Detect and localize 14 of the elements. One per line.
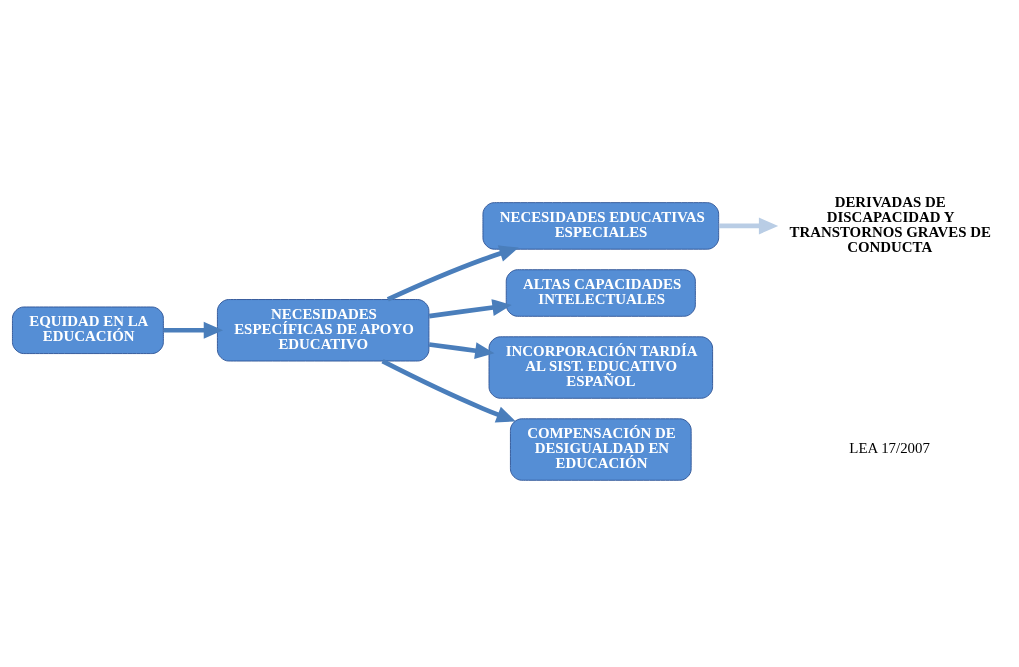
label: LEA 17/2007 <box>849 439 930 456</box>
node-box: INCORPORACIÓN TARDÍA AL SIST. EDUCATIVO ESPAÑOL <box>488 335 714 399</box>
node-box: EQUIDAD EN LA EDUCACIÓN <box>12 306 164 354</box>
node-text: DERIVADAS DE DISCAPACIDAD Y TRANSTORNOS GRAVES DE CONDUCTA <box>789 193 991 255</box>
arrow <box>381 358 516 422</box>
node-box: ALTAS CAPACIDADES INTELECTUALES <box>505 268 696 317</box>
node-box: NECESIDADES EDUCATIVAS ESPECIALES <box>482 201 720 250</box>
arrow <box>428 341 495 359</box>
arrow <box>428 298 512 318</box>
arrow <box>386 244 519 302</box>
node-box: COMPENSACIÓN DE DESIGUALDAD EN EDUCACIÓN <box>509 417 692 481</box>
arrow <box>718 216 779 234</box>
node-box: NECESIDADES ESPECÍFICAS DE APOYO EDUCATIVO <box>216 298 430 361</box>
arrow <box>163 321 224 339</box>
